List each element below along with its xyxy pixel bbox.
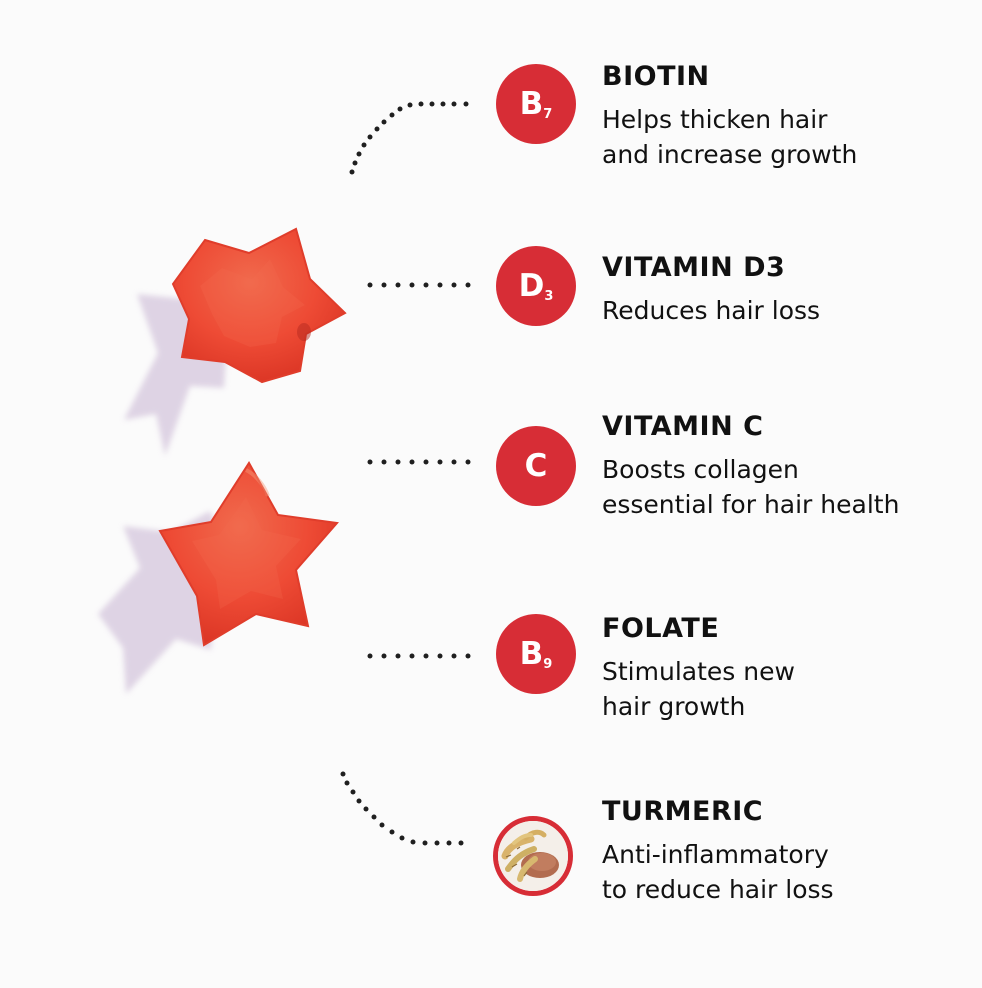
vitamin-d3-title: VITAMIN D3 (602, 252, 786, 283)
turmeric-icon (493, 816, 573, 896)
vitamin-c-description: Boosts collagen essential for hair healt… (602, 455, 900, 519)
folate-badge: B 9 (496, 614, 576, 694)
connector-biotin (349, 101, 469, 175)
connector-vitamin-c (367, 459, 471, 465)
biotin-title: BIOTIN (602, 61, 710, 92)
biotin-badge: B 7 (496, 64, 576, 144)
folate-title: FOLATE (602, 613, 720, 644)
vitamin-c-badge: C (496, 426, 576, 506)
gummy-star-top (171, 227, 347, 384)
biotin-text: BIOTIN Helps thicken hair and increase g… (602, 61, 952, 172)
folate-text: FOLATE Stimulates new hair growth (602, 613, 952, 724)
turmeric-description: Anti-inflammatory to reduce hair loss (602, 840, 834, 904)
turmeric-title: TURMERIC (602, 796, 764, 827)
vitamin-d3-badge-letter: D (518, 267, 545, 304)
folate-badge-subscript: 9 (543, 656, 553, 672)
vitamin-d3-badge-subscript: 3 (544, 288, 554, 304)
gummy-star-bottom (158, 461, 339, 647)
vitamin-c-text: VITAMIN C Boosts collagen essential for … (602, 411, 952, 522)
folate-description: Stimulates new hair growth (602, 657, 795, 721)
connector-turmeric (340, 771, 464, 846)
turmeric-root-and-powder-icon (498, 821, 568, 891)
vitamin-c-badge-letter: C (524, 447, 548, 484)
vitamin-c-title: VITAMIN C (602, 411, 764, 442)
vitamin-d3-description: Reduces hair loss (602, 296, 821, 325)
connector-vitamin-d3 (367, 282, 471, 288)
turmeric-text: TURMERIC Anti-inflammatory to reduce hai… (602, 796, 952, 907)
vitamin-d3-badge: D 3 (496, 246, 576, 326)
connector-dots (340, 101, 471, 846)
biotin-badge-letter: B (519, 85, 544, 122)
folate-badge-letter: B (519, 635, 544, 672)
vitamin-d3-text: VITAMIN D3 Reduces hair loss (602, 252, 952, 328)
biotin-badge-subscript: 7 (543, 106, 553, 122)
connector-folate (367, 653, 471, 659)
biotin-description: Helps thicken hair and increase growth (602, 105, 858, 169)
